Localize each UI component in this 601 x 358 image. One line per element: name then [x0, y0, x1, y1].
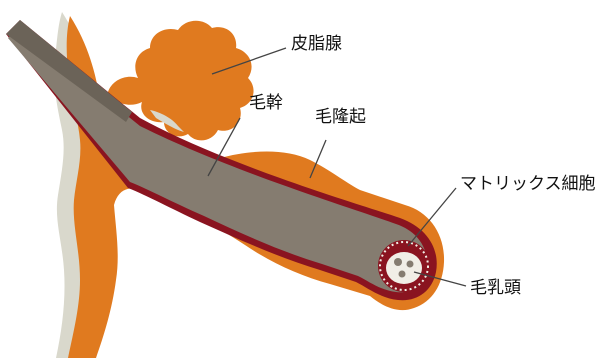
dermal-papilla	[386, 252, 422, 284]
label-matrix-cells: マトリックス細胞	[460, 174, 596, 194]
label-sebaceous-gland: 皮脂腺	[291, 34, 342, 54]
label-bulge: 毛隆起	[315, 107, 366, 127]
papilla-cell-2	[407, 261, 414, 268]
papilla-cell-1	[394, 258, 402, 266]
label-dermal-papilla: 毛乳頭	[470, 278, 521, 298]
label-hair-shaft: 毛幹	[249, 93, 283, 113]
papilla-cell-3	[399, 271, 406, 278]
